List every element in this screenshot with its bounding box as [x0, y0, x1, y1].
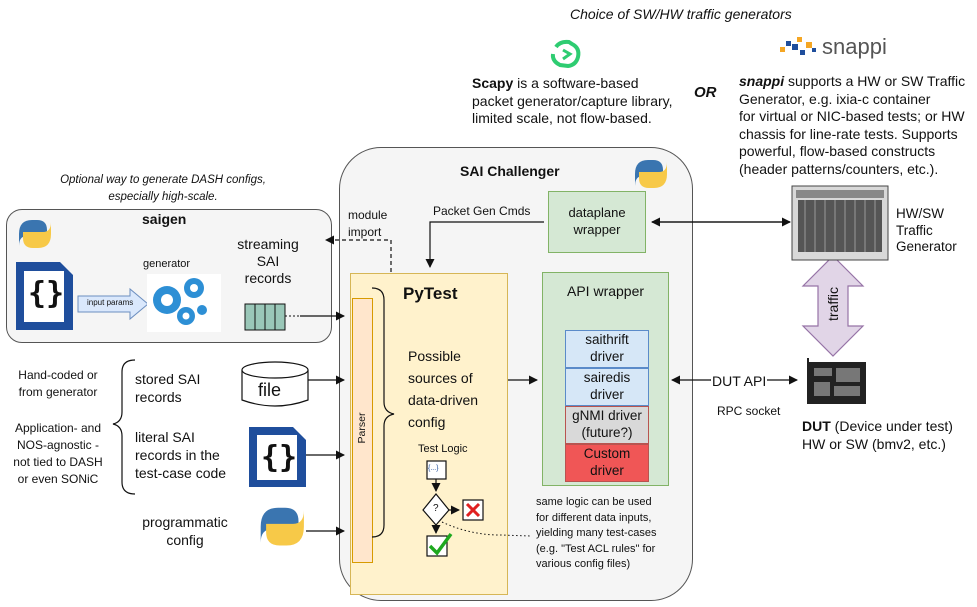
- saigen-title: saigen: [142, 211, 187, 227]
- test-logic-label: Test Logic: [418, 443, 468, 455]
- sai-challenger-title: SAI Challenger: [460, 163, 560, 179]
- scapy-description: Scapy is a software-based packet generat…: [472, 75, 673, 126]
- api-wrapper-title: API wrapper: [567, 283, 645, 299]
- decision-label: ?: [433, 503, 439, 514]
- dataplane-wrapper-box: [548, 191, 646, 253]
- traffic-double-arrow: [801, 255, 865, 357]
- nos-agnostic-note: Application- and NOS-agnostic - not tied…: [13, 421, 103, 486]
- json-document-icon: [249, 427, 306, 487]
- driver-custom: [565, 444, 649, 482]
- json-braces-icon: {}: [28, 276, 65, 311]
- possible-sources-label: Possible sources of data-driven config: [408, 348, 479, 430]
- parser-label: Parser: [356, 412, 368, 444]
- saigen-note: Optional way to generate DASH configs, e…: [60, 174, 266, 203]
- driver-sairedis: [565, 368, 649, 406]
- driver-saithrift: [565, 330, 649, 368]
- pytest-box: [350, 273, 508, 595]
- stored-records-label: stored SAI records: [135, 371, 201, 405]
- driver-gnmi: [565, 406, 649, 444]
- python-logo-icon: [260, 507, 304, 546]
- packet-gen-cmds-label: Packet Gen Cmds: [433, 204, 531, 218]
- generator-label: generator: [143, 258, 191, 270]
- or-label: OR: [694, 84, 717, 101]
- sources-brace: [112, 359, 136, 495]
- gears-icon: [153, 278, 207, 325]
- programmatic-config-label: programmatic config: [142, 514, 228, 548]
- python-logo-icon: [19, 220, 51, 248]
- literal-records-label: literal SAI records in the test-case cod…: [135, 429, 227, 481]
- file-cylinder-icon: [241, 361, 309, 407]
- rpc-socket-label: RPC socket: [717, 404, 781, 418]
- choice-title: Choice of SW/HW traffic generators: [570, 6, 792, 22]
- snappi-description: snappi supports a HW or SW Traffic Gener…: [739, 73, 966, 177]
- hw-traffic-generator-label: HW/SW Traffic Generator: [896, 206, 957, 254]
- dataplane-wrapper-label: dataplane wrapper: [568, 205, 626, 237]
- same-logic-note: same logic can be used for different dat…: [536, 496, 657, 570]
- dut-description: DUT (Device under test) HW or SW (bmv2, …: [802, 418, 953, 452]
- hand-coded-note: Hand-coded or from generator: [18, 368, 98, 399]
- input-params-label: input params: [87, 298, 134, 307]
- pytest-title: PyTest: [403, 284, 458, 303]
- snappi-logo-text: snappi: [822, 34, 887, 59]
- pytest-brace: [371, 287, 395, 538]
- file-label: file: [258, 380, 282, 400]
- streaming-records-queue: [244, 303, 286, 331]
- streaming-label: streaming SAI records: [237, 236, 299, 286]
- dut-api-label: DUT API: [711, 373, 768, 389]
- traffic-generator-chassis-icon: [791, 185, 889, 261]
- driver-label: gNMI driver(future?): [572, 408, 642, 440]
- traffic-label: traffic: [825, 287, 841, 321]
- dut-board-icon: [807, 358, 866, 404]
- python-logo-icon: [635, 160, 667, 188]
- scapy-logo-icon: [550, 39, 581, 69]
- json-braces-icon: {}: [261, 440, 298, 475]
- input-params-arrow: [77, 287, 149, 321]
- json-document-icon: [16, 262, 73, 330]
- logic-block-icon: {...}: [428, 465, 439, 472]
- module-import-label: module import: [348, 208, 388, 239]
- parser-box: [352, 298, 373, 563]
- snappi-logo-icon: [780, 37, 816, 55]
